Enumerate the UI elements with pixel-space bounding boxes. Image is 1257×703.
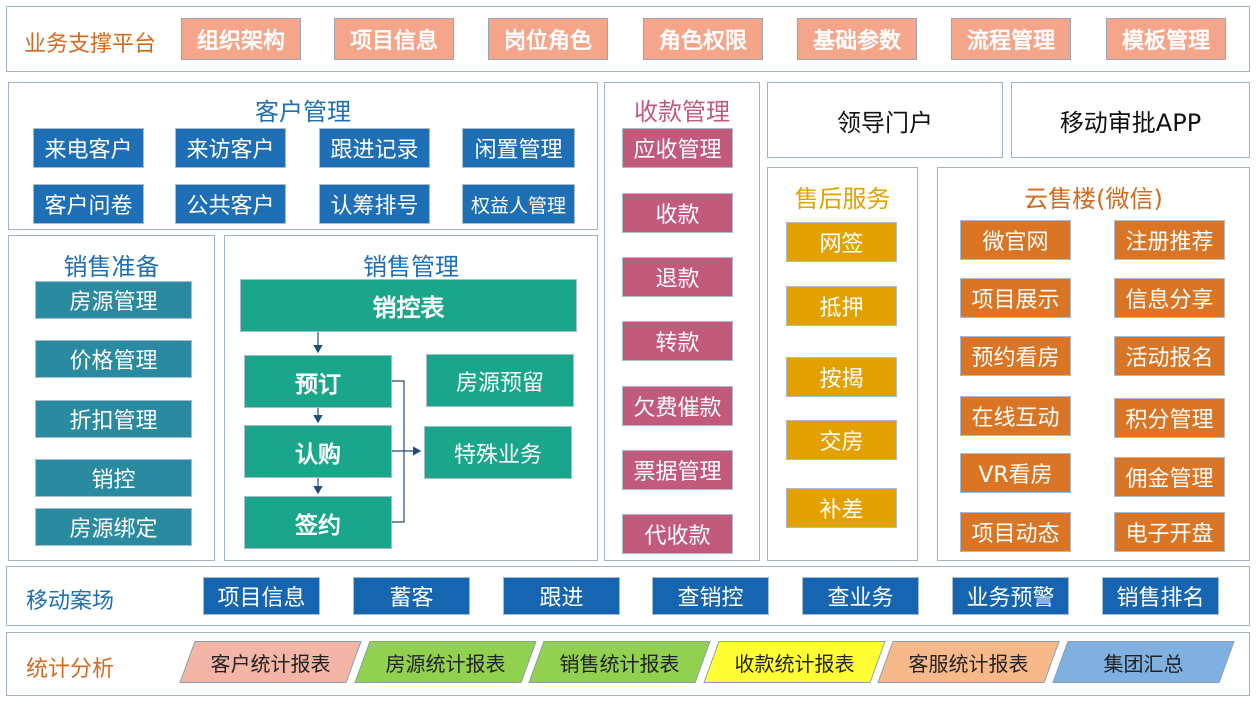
leader-portal-panel[interactable]: 领导门户 (767, 82, 1003, 158)
stats-title: 统计分析 (26, 657, 115, 682)
aftersales-title: 售后服务 (794, 185, 891, 213)
stats-item-group[interactable]: 集团汇总 (1052, 641, 1235, 683)
stats-item-label: 客服统计报表 (908, 651, 1029, 676)
payment-item[interactable]: 代收款 (622, 514, 733, 554)
prep-item[interactable]: 房源绑定 (35, 508, 192, 546)
cloud-item-left[interactable]: 项目展示 (960, 278, 1071, 318)
mobile-item[interactable]: 查业务 (802, 577, 919, 615)
customer-title: 客户管理 (255, 98, 351, 126)
customer-item[interactable]: 跟进记录 (319, 128, 430, 168)
payment-item[interactable]: 退款 (622, 257, 733, 297)
customer-item[interactable]: 来访客户 (175, 128, 286, 168)
prep-item[interactable]: 房源管理 (35, 281, 192, 319)
customer-item[interactable]: 闲置管理 (462, 128, 575, 168)
stats-item-label: 收款统计报表 (734, 651, 855, 676)
stats-item-label: 销售统计报表 (559, 651, 680, 676)
prep-item[interactable]: 折扣管理 (35, 400, 192, 438)
prep-title: 销售准备 (63, 253, 160, 281)
stats-item-label: 房源统计报表 (385, 651, 506, 676)
mobile-item[interactable]: 查销控 (652, 577, 769, 615)
customer-item[interactable]: 认筹排号 (319, 184, 430, 224)
aftersales-item[interactable]: 按揭 (786, 357, 897, 397)
sales-step-reserve[interactable]: 预订 (244, 355, 392, 408)
mobile-item[interactable]: 蓄客 (353, 577, 470, 615)
payment-item[interactable]: 收款 (622, 193, 733, 233)
customer-item[interactable]: 公共客户 (175, 184, 286, 224)
mobile-site-title: 移动案场 (26, 589, 115, 614)
stats-item-label: 集团汇总 (1103, 651, 1184, 676)
mobile-approval-label: 移动审批APP (1059, 108, 1202, 137)
top-item[interactable]: 组织架构 (181, 18, 301, 60)
sales-step-subscribe[interactable]: 认购 (244, 425, 392, 478)
mobile-item[interactable]: 销售排名 (1102, 577, 1219, 615)
mobile-item[interactable]: 项目信息 (203, 577, 320, 615)
top-platform-title: 业务支撑平台 (24, 32, 157, 57)
top-item[interactable]: 角色权限 (643, 18, 763, 60)
stats-item-payment[interactable]: 收款统计报表 (703, 641, 886, 683)
mobile-item[interactable]: 业务预警 (952, 577, 1069, 615)
cloud-item-right[interactable]: 佣金管理 (1114, 457, 1225, 497)
prep-item[interactable]: 价格管理 (35, 340, 192, 378)
cloud-item-left[interactable]: 在线互动 (960, 396, 1071, 436)
customer-item[interactable]: 客户问卷 (33, 184, 144, 224)
stats-item-sales[interactable]: 销售统计报表 (528, 641, 711, 683)
sales-control-table[interactable]: 销控表 (240, 279, 577, 332)
stats-item-customer[interactable]: 客户统计报表 (179, 641, 362, 683)
mobile-item[interactable]: 跟进 (503, 577, 620, 615)
top-item[interactable]: 项目信息 (334, 18, 454, 60)
sales-step-sign[interactable]: 签约 (244, 496, 392, 549)
cloud-item-left[interactable]: VR看房 (960, 453, 1071, 493)
mobile-approval-panel[interactable]: 移动审批APP (1011, 82, 1250, 158)
payment-item[interactable]: 票据管理 (622, 450, 733, 490)
cloud-title: 云售楼(微信) (1024, 185, 1163, 213)
aftersales-item[interactable]: 补差 (786, 488, 897, 528)
payment-item[interactable]: 欠费催款 (622, 386, 733, 426)
top-item[interactable]: 模板管理 (1106, 18, 1226, 60)
leader-portal-label: 领导门户 (837, 108, 933, 137)
stats-item-service[interactable]: 客服统计报表 (877, 641, 1060, 683)
top-item[interactable]: 流程管理 (951, 18, 1071, 60)
stats-item-housing[interactable]: 房源统计报表 (354, 641, 537, 683)
aftersales-item[interactable]: 交房 (786, 420, 897, 460)
stats-item-label: 客户统计报表 (210, 651, 331, 676)
customer-item[interactable]: 权益人管理 (462, 184, 575, 224)
cloud-item-left[interactable]: 预约看房 (960, 336, 1071, 376)
payment-item[interactable]: 转款 (622, 321, 733, 361)
aftersales-item[interactable]: 抵押 (786, 286, 897, 326)
sales-title: 销售管理 (363, 253, 459, 281)
customer-item[interactable]: 来电客户 (33, 128, 144, 168)
top-item[interactable]: 岗位角色 (488, 18, 608, 60)
cloud-item-right[interactable]: 信息分享 (1114, 278, 1225, 318)
cloud-item-right[interactable]: 注册推荐 (1114, 220, 1225, 260)
sales-side-hold[interactable]: 房源预留 (426, 354, 574, 407)
cloud-item-right[interactable]: 活动报名 (1114, 336, 1225, 376)
top-item[interactable]: 基础参数 (797, 18, 917, 60)
cloud-item-left[interactable]: 项目动态 (960, 512, 1071, 552)
cloud-item-right[interactable]: 积分管理 (1114, 398, 1225, 438)
prep-item[interactable]: 销控 (35, 459, 192, 497)
payment-title: 收款管理 (634, 98, 730, 126)
aftersales-item[interactable]: 网签 (786, 222, 897, 262)
payment-item[interactable]: 应收管理 (622, 128, 733, 168)
sales-side-special[interactable]: 特殊业务 (424, 426, 572, 479)
cloud-item-left[interactable]: 微官网 (960, 220, 1071, 260)
cloud-item-right[interactable]: 电子开盘 (1114, 512, 1225, 552)
